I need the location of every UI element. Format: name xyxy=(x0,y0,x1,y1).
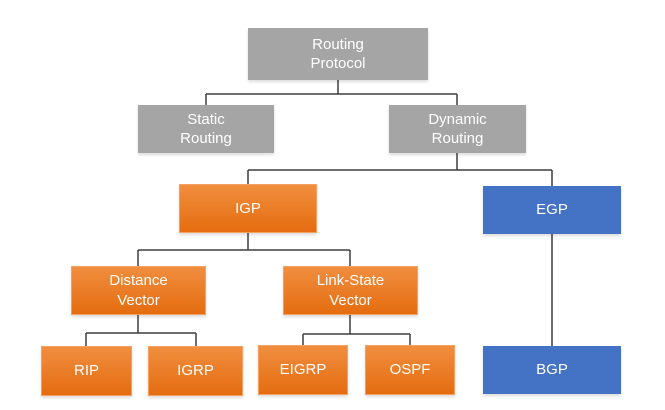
node-distance-vector: Distance Vector xyxy=(71,266,206,315)
node-link-state-vector: Link-State Vector xyxy=(283,266,418,315)
node-igrp: IGRP xyxy=(148,346,243,396)
node-dynamic-routing: Dynamic Routing xyxy=(389,105,526,153)
node-bgp: BGP xyxy=(483,346,621,394)
node-igp: IGP xyxy=(179,184,317,233)
node-static-routing: Static Routing xyxy=(138,105,274,153)
node-rip: RIP xyxy=(41,346,132,396)
node-ospf: OSPF xyxy=(365,345,455,395)
node-egp: EGP xyxy=(483,186,621,234)
node-routing-protocol: Routing Protocol xyxy=(248,28,428,80)
node-eigrp: EIGRP xyxy=(258,345,348,395)
